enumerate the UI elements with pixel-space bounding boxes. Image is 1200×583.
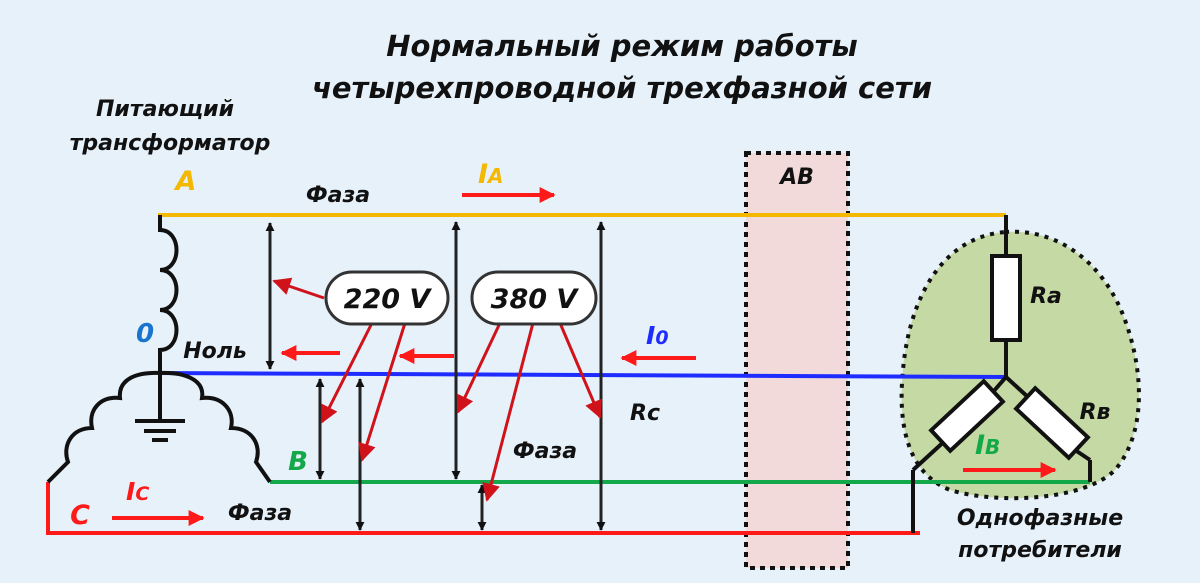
voltage-380-label: 380 V xyxy=(491,284,580,315)
svg-text:I0: I0 xyxy=(646,321,669,350)
current-ib: IB xyxy=(963,430,1057,478)
current-i0: I0 xyxy=(620,321,696,366)
resistor-rc-label: Rc xyxy=(630,401,660,426)
transformer-label-line-2: трансформатор xyxy=(70,131,271,156)
phase-c-wire xyxy=(46,482,920,535)
title-line-2: четырехпроводной трехфазной сети xyxy=(312,71,932,105)
phase-a-wire-label: Фаза xyxy=(306,183,370,208)
neutral-wire-label: Ноль xyxy=(183,339,247,364)
resistor-rb-label: Rв xyxy=(1080,400,1111,425)
svg-text:IC: IC xyxy=(126,477,149,506)
resistor-rb xyxy=(1013,385,1091,461)
current-ic: IC xyxy=(112,477,205,526)
neutral-current-arrows xyxy=(280,345,454,364)
neutral-letter: 0 xyxy=(136,319,154,349)
transformer-winding-a xyxy=(158,215,179,373)
resistor-ra-label: Ra xyxy=(1030,284,1062,309)
voltage-380-bubble: 380 V xyxy=(470,270,598,326)
circuit-breaker: АВ xyxy=(744,151,850,570)
title-line-1: Нормальный режим работы xyxy=(386,29,857,63)
transformer-winding-c xyxy=(46,370,161,484)
load-label-line-1: Однофазные xyxy=(957,506,1123,531)
voltage-220-label: 220 V xyxy=(344,284,433,315)
phase-b-letter: B xyxy=(288,447,308,477)
phase-a-letter: A xyxy=(174,166,197,197)
phase-c-wire-label: Фаза xyxy=(228,501,292,526)
svg-text:IA: IA xyxy=(478,159,504,190)
phase-c-letter: C xyxy=(70,500,90,531)
ground-icon xyxy=(135,373,185,442)
phase-b-wire-label: Фаза xyxy=(513,439,577,464)
transformer-winding-b xyxy=(159,370,272,484)
resistor-rc xyxy=(928,378,1006,454)
transformer-label-line-1: Питающий xyxy=(96,97,234,122)
voltage-220-bubble: 220 V xyxy=(324,270,450,326)
pointer-arrows xyxy=(272,277,602,502)
load-label-line-2: потребители xyxy=(958,538,1122,563)
circuit-breaker-label: АВ xyxy=(778,165,814,190)
resistor-ra xyxy=(990,254,1022,342)
current-ia: IA xyxy=(462,159,556,203)
svg-text:IB: IB xyxy=(975,430,1000,461)
